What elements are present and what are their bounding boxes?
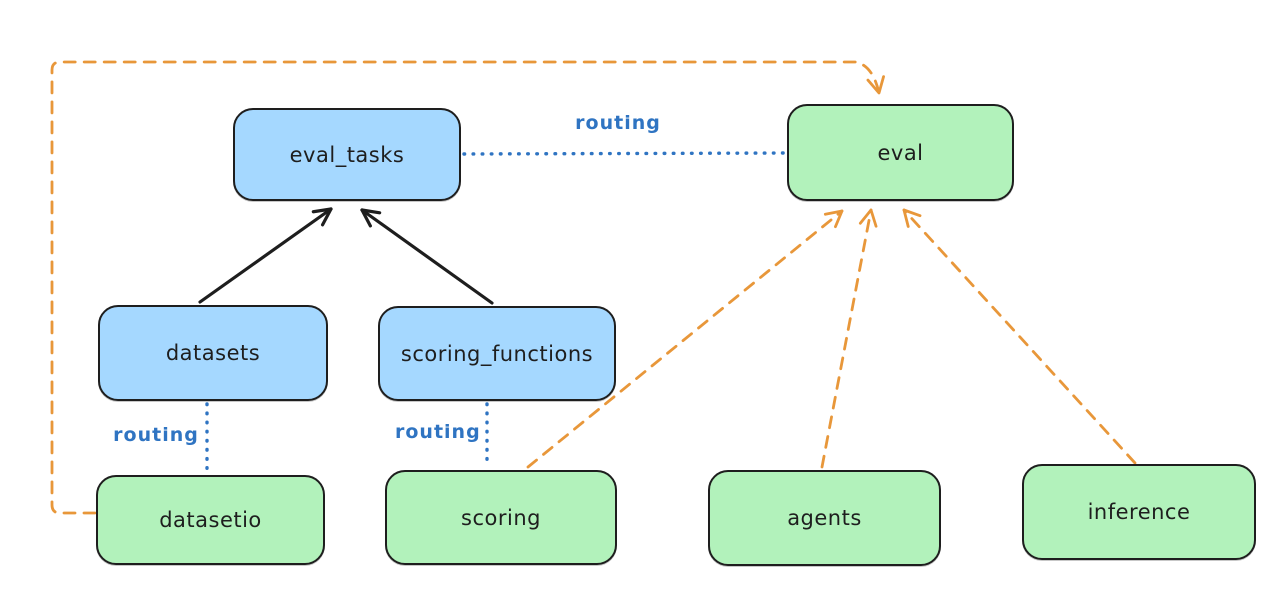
edge-routing-eval-tasks-to-eval	[462, 151, 788, 156]
node-inference-label: inference	[1087, 500, 1191, 524]
edge-datasets-to-eval-tasks-arrow	[198, 207, 333, 304]
node-inference: inference	[1022, 464, 1256, 560]
node-eval: eval	[787, 104, 1014, 201]
routing-label-eval-tasks-eval: routing	[575, 112, 661, 134]
node-eval-tasks-label: eval_tasks	[289, 142, 405, 167]
edge-inference-to-eval-arrow	[902, 208, 1137, 465]
routing-label-scoring-functions-scoring: routing	[395, 421, 481, 443]
edge-agents-to-eval-arrow	[820, 208, 878, 469]
node-scoring-functions: scoring_functions	[378, 306, 616, 401]
edge-scoring-functions-to-eval-tasks-arrow	[360, 208, 494, 305]
node-datasetio-label: datasetio	[159, 508, 262, 532]
node-eval-tasks: eval_tasks	[233, 108, 461, 201]
node-eval-label: eval	[877, 140, 924, 165]
node-scoring-functions-label: scoring_functions	[400, 341, 594, 366]
node-agents: agents	[708, 470, 941, 566]
routing-label-datasets-datasetio: routing	[113, 424, 199, 446]
node-scoring-label: scoring	[461, 505, 541, 530]
node-scoring: scoring	[385, 470, 617, 565]
node-agents-label: agents	[787, 506, 862, 530]
node-datasetio: datasetio	[96, 475, 325, 565]
node-datasets-label: datasets	[165, 341, 261, 365]
node-datasets: datasets	[98, 305, 328, 401]
